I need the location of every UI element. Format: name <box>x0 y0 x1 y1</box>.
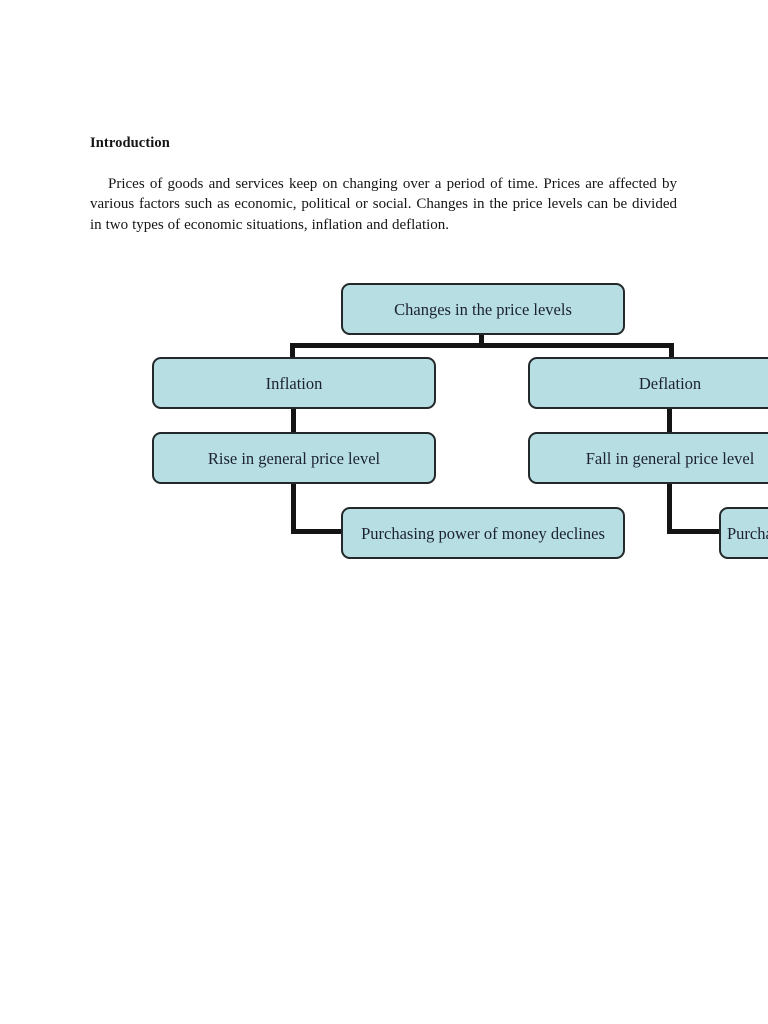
connector-horizontal-bus <box>290 343 674 348</box>
flowchart-node-purchasing-power-declines: Purchasing power of money declines <box>341 507 625 559</box>
flowchart-node-purchasing-power-increases: Purchasing power of money increases <box>719 507 768 559</box>
intro-paragraph: Prices of goods and services keep on cha… <box>90 176 677 233</box>
flowchart-node-deflation: Deflation <box>528 357 768 409</box>
flowchart-node-root-label: Changes in the price levels <box>394 299 572 319</box>
connector-bus-to-deflation <box>669 343 674 361</box>
connector-rise-drop <box>291 482 296 534</box>
flowchart-node-rise-in-general-price-level: Rise in general price level <box>152 432 436 484</box>
section-heading: Introduction <box>90 135 170 151</box>
connector-root-stem <box>479 335 484 347</box>
flowchart-node-deflation-label: Deflation <box>638 373 702 393</box>
connector-fall-drop <box>667 482 672 534</box>
connector-rise-to-decline <box>291 529 347 534</box>
flowchart-node-decline-label: Purchasing power of money declines <box>361 523 605 543</box>
flowchart-node-fall-in-general-price-level: Fall in general price level <box>528 432 768 484</box>
flowchart-node-increase-label: Purchasing power of money increases <box>727 523 768 543</box>
flowchart-node-inflation: Inflation <box>152 357 436 409</box>
flowchart-node-rise-label: Rise in general price level <box>207 448 381 468</box>
flowchart-node-inflation-label: Inflation <box>265 373 323 393</box>
connector-deflation-to-fall <box>667 407 672 435</box>
flowchart-node-root: Changes in the price levels <box>341 283 625 335</box>
flowchart-node-fall-label: Fall in general price level <box>585 448 755 468</box>
connector-fall-to-increase <box>667 529 725 534</box>
document-text-block: Introduction Prices of goods and service… <box>90 134 677 235</box>
connector-inflation-to-rise <box>291 407 296 435</box>
connector-bus-to-inflation <box>290 343 295 361</box>
